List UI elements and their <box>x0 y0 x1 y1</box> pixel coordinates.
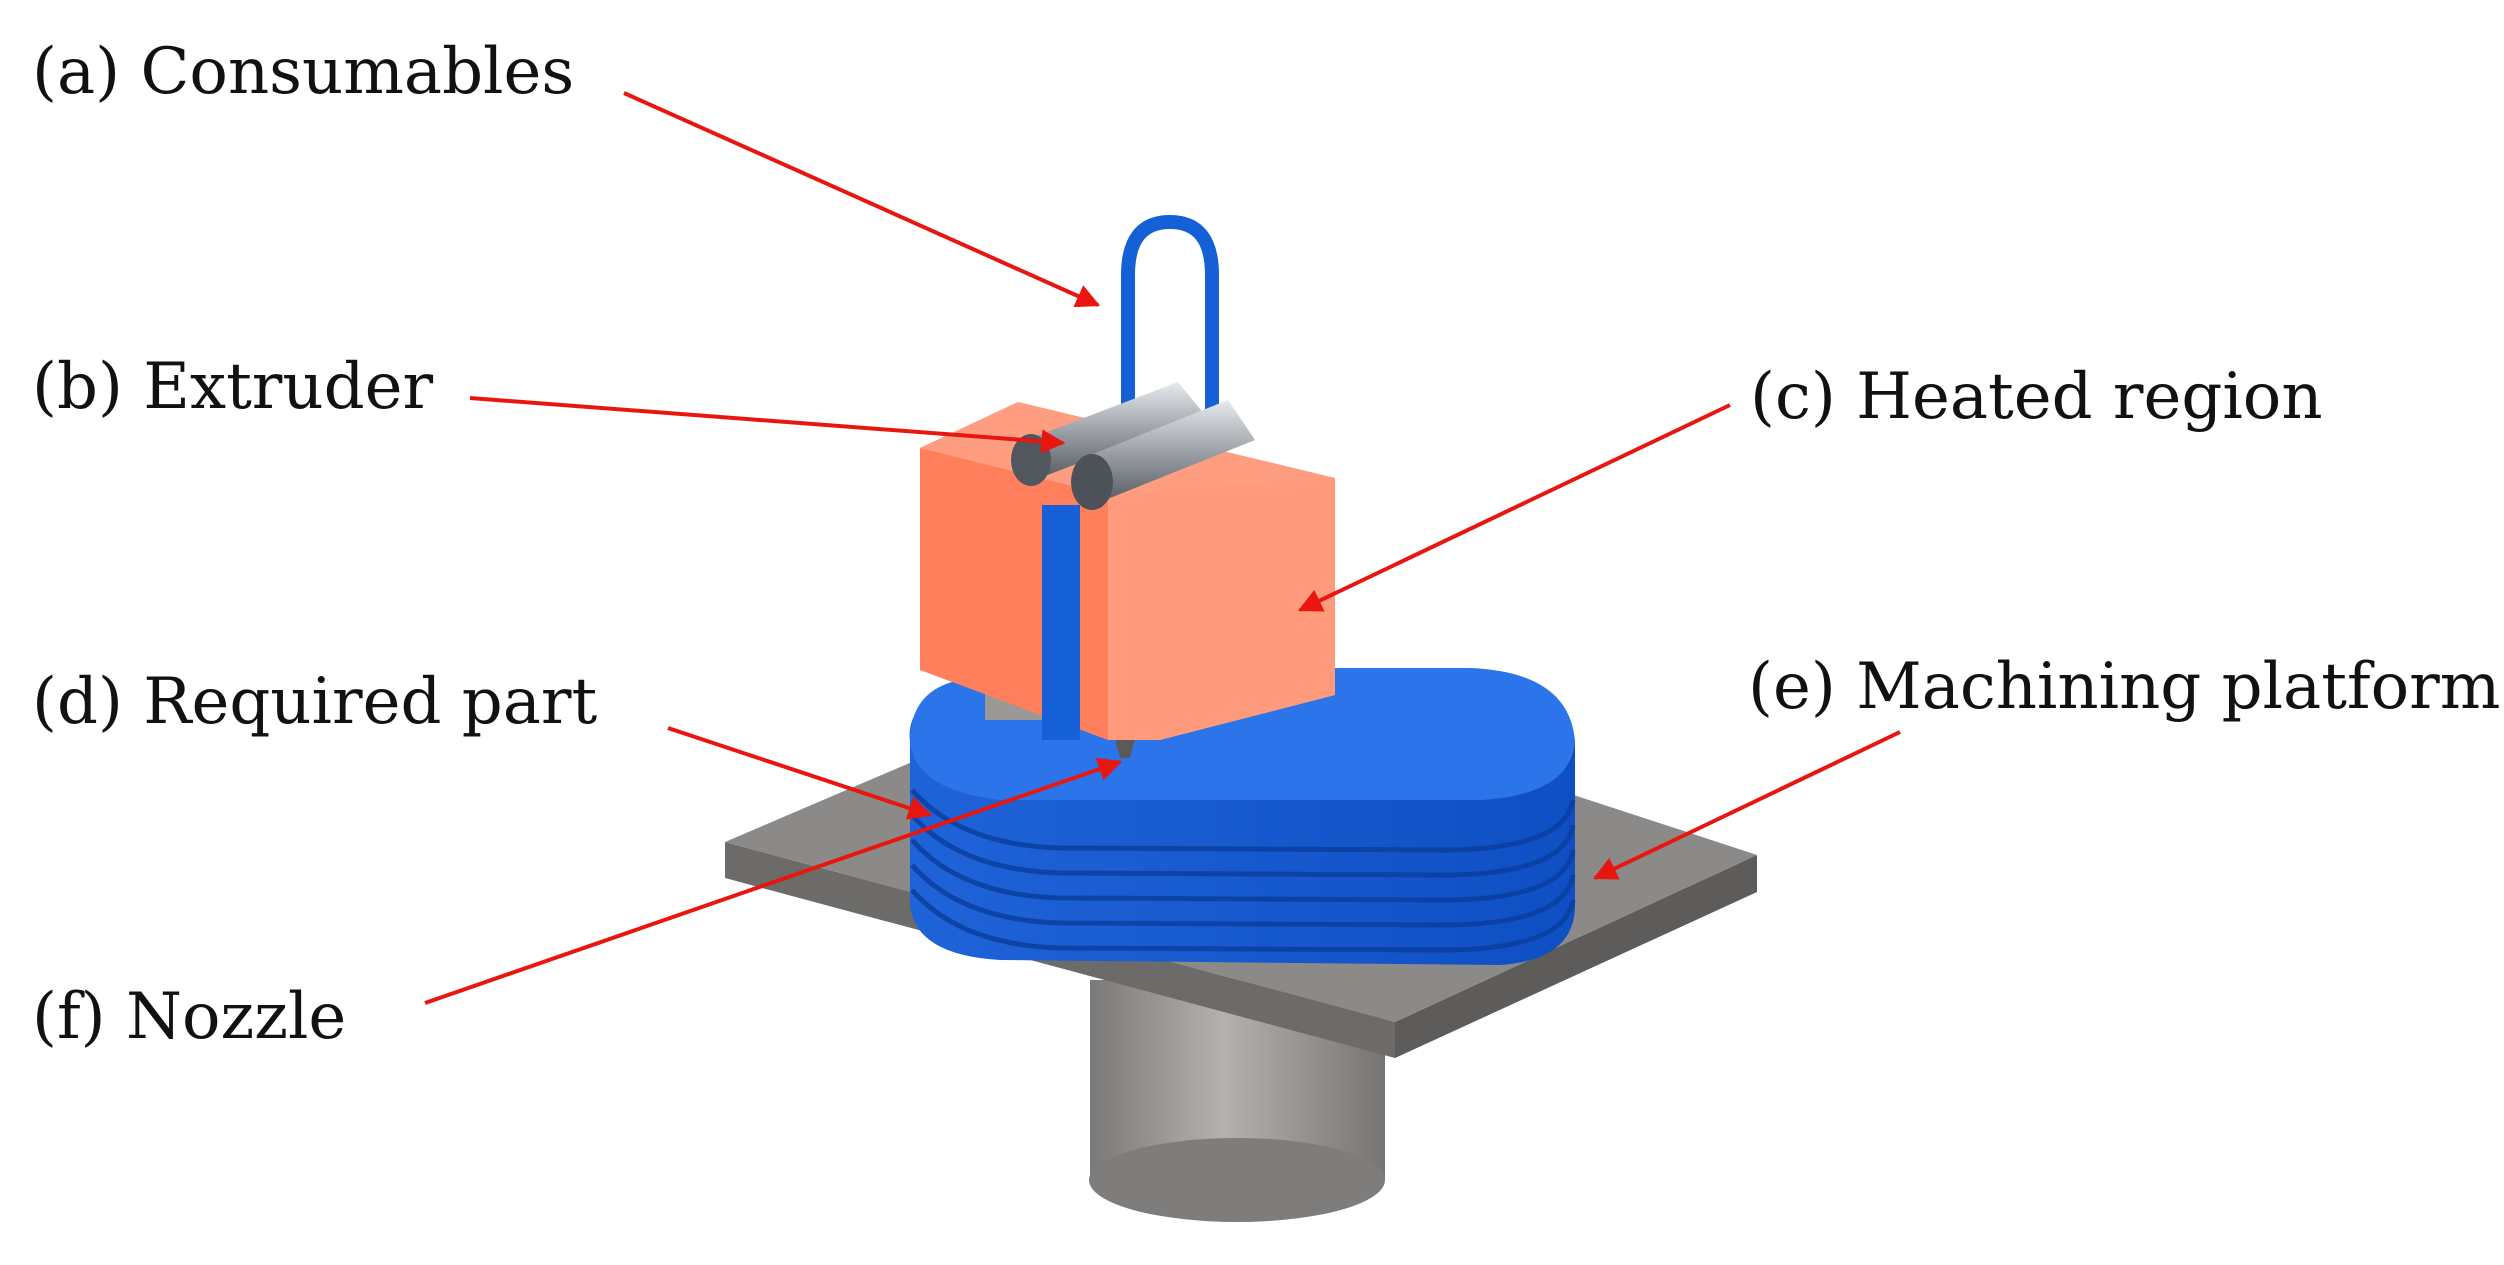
heated-block <box>920 402 1335 740</box>
label-required-part: (d) Required part <box>32 665 598 739</box>
arrow-machining-platform <box>1592 730 1901 880</box>
label-nozzle: (f) Nozzle <box>32 980 347 1054</box>
callout-arrows <box>424 91 1901 1005</box>
arrow-required-part <box>667 726 933 820</box>
arrow-extruder <box>469 396 1066 454</box>
label-heated-region: (c) Heated region <box>1750 360 2323 434</box>
arrow-consumables <box>623 91 1101 308</box>
consumable-filament <box>1121 214 1219 462</box>
label-consumables: (a) Consumables <box>32 35 575 109</box>
label-machining-platform: (e) Machining platform <box>1748 650 2501 724</box>
label-extruder: (b) Extruder <box>32 350 434 424</box>
arrow-heated-region <box>1297 403 1731 612</box>
arrow-nozzle <box>424 757 1123 1005</box>
